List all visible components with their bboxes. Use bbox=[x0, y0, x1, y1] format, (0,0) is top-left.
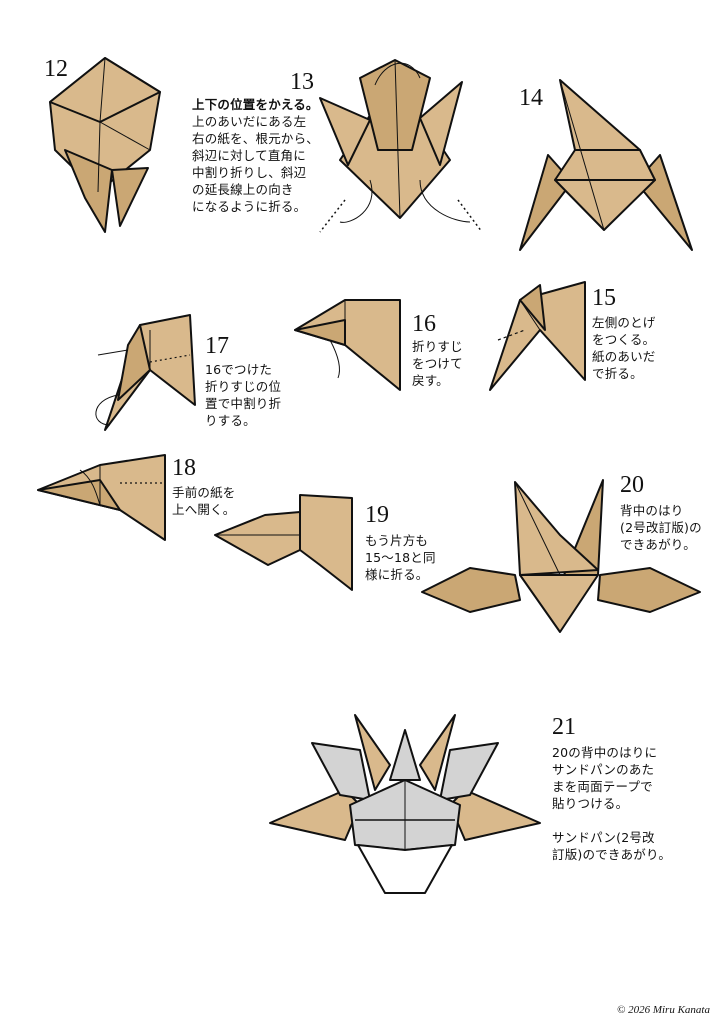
copyright-notice: © 2026 Miru Kanata bbox=[616, 1004, 710, 1016]
step-18-text: 手前の紙を 上へ開く。 bbox=[172, 485, 236, 517]
step-15-number: 15 bbox=[592, 285, 616, 311]
step-12-figure bbox=[49, 57, 161, 233]
step-19-number: 19 bbox=[365, 502, 389, 528]
step-17-text: 16でつけた 折りすじの位 置で中割り折 りする。 bbox=[205, 362, 282, 428]
step-19-text: もう片方も 15〜18と同 様に折る。 bbox=[365, 533, 436, 582]
step-20-number: 20 bbox=[620, 472, 644, 498]
step-13-title: 上下の位置をかえる。 bbox=[192, 97, 319, 112]
step-20-text: 背中のはり (2号改訂版)の できあがり。 bbox=[620, 503, 702, 552]
step-15-figure bbox=[489, 281, 586, 391]
step-17-number: 17 bbox=[205, 333, 229, 359]
step-14-number: 14 bbox=[519, 85, 543, 111]
step-21-number: 21 bbox=[552, 714, 576, 740]
step-17-figure bbox=[95, 314, 196, 431]
step-13-figure bbox=[319, 59, 483, 233]
step-20-figure bbox=[421, 479, 701, 633]
step-15-text: 左側のとげ をつくる。 紙のあいだ で折る。 bbox=[592, 315, 656, 381]
step-21-text: 20の背中のはりに サンドパンのあた まを両面テープで 貼りつける。 サンドパン… bbox=[552, 745, 672, 862]
step-16-number: 16 bbox=[412, 311, 436, 337]
step-13-text: 上のあいだにある左 右の紙を、根元から、 斜辺に対して直角に 中割り折りし、斜辺… bbox=[192, 114, 320, 214]
step-19-figure bbox=[214, 494, 353, 591]
step-13-number: 13 bbox=[290, 69, 314, 95]
step-21-figure bbox=[269, 714, 541, 894]
step-18-number: 18 bbox=[172, 455, 196, 481]
step-16-text: 折りすじ をつけて 戻す。 bbox=[412, 339, 463, 388]
step-14-figure bbox=[519, 79, 693, 251]
step-16-figure bbox=[294, 299, 401, 391]
step-12-number: 12 bbox=[44, 56, 68, 82]
step-18-figure bbox=[37, 454, 166, 541]
